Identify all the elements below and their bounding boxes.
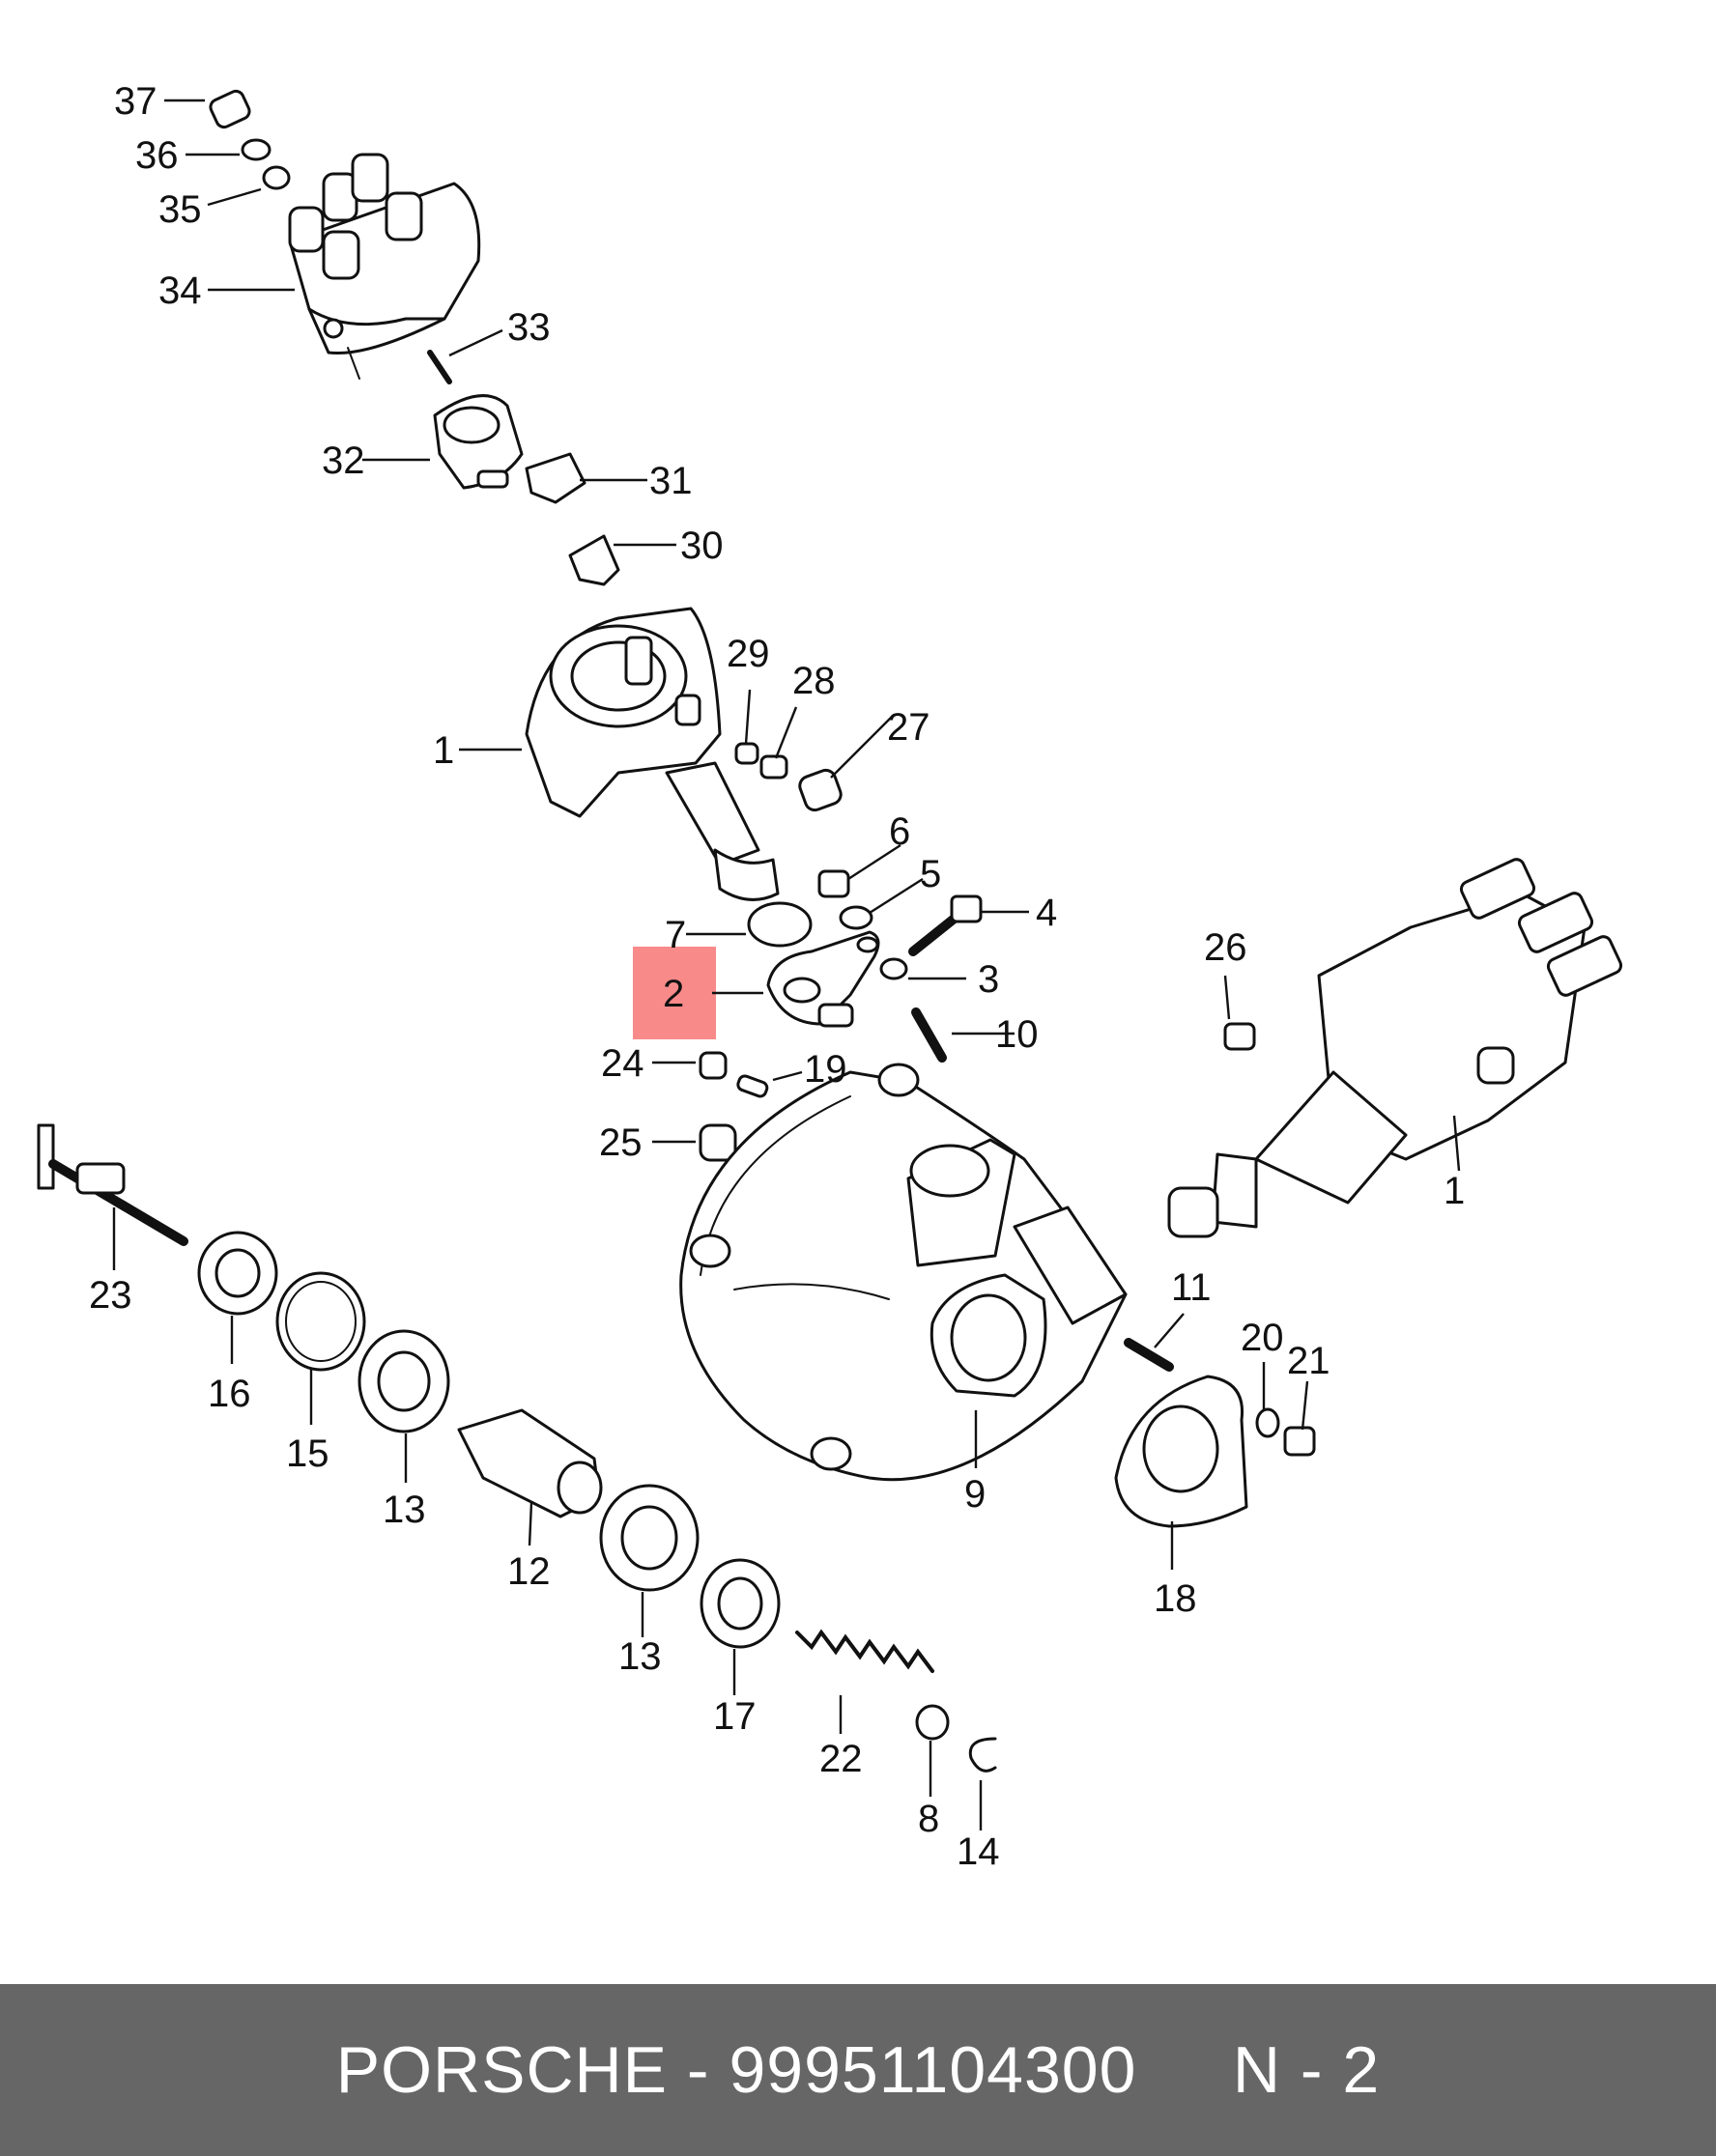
callout-21: 21 [1287,1340,1330,1382]
callout-31: 31 [649,460,693,502]
bracket-icon [525,452,586,504]
leader-lines [112,99,1461,1830]
sleeve-icon [699,1123,737,1162]
callout-30: 30 [680,525,724,567]
hex-nut-icon [817,869,850,898]
rotor-icon [433,394,524,490]
small-nut-icon [759,754,788,780]
callout-17: 17 [713,1695,757,1738]
separator: - [668,2033,729,2107]
bushing-icon [699,1051,728,1080]
screw-icon [427,350,452,384]
spacer [1136,2033,1232,2107]
callout-29: 29 [727,633,770,675]
callout-1-upper: 1 [433,729,454,772]
callout-13-right: 13 [618,1635,662,1678]
pin-icon [736,1074,769,1098]
callout-6: 6 [889,810,910,853]
callout-1-right: 1 [1444,1170,1465,1212]
spring-icon [795,1629,934,1673]
stud-icon [911,1007,947,1063]
callout-11: 11 [1171,1266,1212,1309]
cap-nut-icon [209,89,251,129]
bolt-icon [908,894,983,956]
callout-37: 37 [114,80,157,123]
flange-icon [1114,1375,1248,1528]
callout-12: 12 [507,1550,551,1593]
distributor-cap-icon [288,153,481,380]
contact-plate-icon [568,534,620,586]
distributor-assembly-icon [1167,858,1623,1238]
brand-name: PORSCHE [335,2033,669,2107]
knurled-nut-icon [798,768,843,812]
callout-27: 27 [887,706,930,749]
callout-14: 14 [957,1830,1000,1873]
callout-20: 20 [1241,1317,1284,1359]
lock-washer-icon [839,905,873,930]
highlight-box [633,947,716,1039]
callout-labels: 37 36 35 34 33 32 31 30 1 29 28 27 6 5 4… [89,80,1465,1873]
gear-housing-icon [679,1063,1128,1482]
callout-8: 8 [918,1798,939,1840]
washer-icon [879,957,908,980]
screw-small-icon [1223,1022,1256,1051]
callout-10: 10 [995,1013,1039,1056]
ball-bearing-icon [197,1231,278,1316]
callout-34: 34 [158,270,202,312]
callout-36: 36 [135,134,179,177]
callout-19: 19 [804,1048,847,1091]
callout-16: 16 [208,1373,251,1415]
small-bolt-icon [734,742,759,765]
drive-gear-icon [457,1408,603,1518]
exploded-parts-diagram: 37 36 35 34 33 32 31 30 1 29 28 27 6 5 4… [37,80,1623,1873]
callout-18: 18 [1154,1577,1197,1620]
seal-ring-icon [700,1558,781,1649]
gasket-ring-icon [275,1271,366,1372]
o-ring-icon [747,901,813,948]
callout-28: 28 [792,660,836,702]
callout-9: 9 [964,1473,986,1516]
washer-small-icon [1255,1407,1280,1438]
callout-25: 25 [599,1121,643,1164]
cap-washer-icon [241,138,272,161]
part-info-footer: PORSCHE - 99951104300 N - 2 [0,1984,1716,2156]
callout-24: 24 [601,1042,644,1085]
circlip-icon [968,1737,997,1773]
ball-bearing-icon [358,1329,450,1433]
callout-26: 26 [1204,926,1247,969]
callout-23: 23 [89,1274,132,1317]
part-info-text: PORSCHE - 99951104300 N - 2 [336,2032,1381,2108]
nut-small-icon [1283,1426,1316,1457]
stud-small-icon [1124,1338,1174,1372]
callout-7: 7 [665,914,686,956]
callout-2: 2 [663,973,684,1015]
callout-4: 4 [1036,892,1057,934]
shaft-icon [37,1123,188,1246]
reference-label: N - 2 [1232,2033,1381,2107]
callout-3: 3 [978,958,999,1001]
callout-5: 5 [920,853,941,895]
callout-33: 33 [507,306,551,349]
callout-32: 32 [322,440,365,482]
callout-13-left: 13 [383,1489,426,1531]
callout-22: 22 [819,1738,863,1780]
clamp-plate-icon [766,930,880,1028]
cap-sleeve-icon [262,165,291,190]
distributor-body-icon [525,607,780,901]
shim-washer-icon [915,1704,950,1741]
callout-35: 35 [158,188,202,231]
callout-15: 15 [286,1433,329,1475]
part-number: 99951104300 [729,2033,1137,2107]
ball-bearing-icon [599,1484,700,1592]
